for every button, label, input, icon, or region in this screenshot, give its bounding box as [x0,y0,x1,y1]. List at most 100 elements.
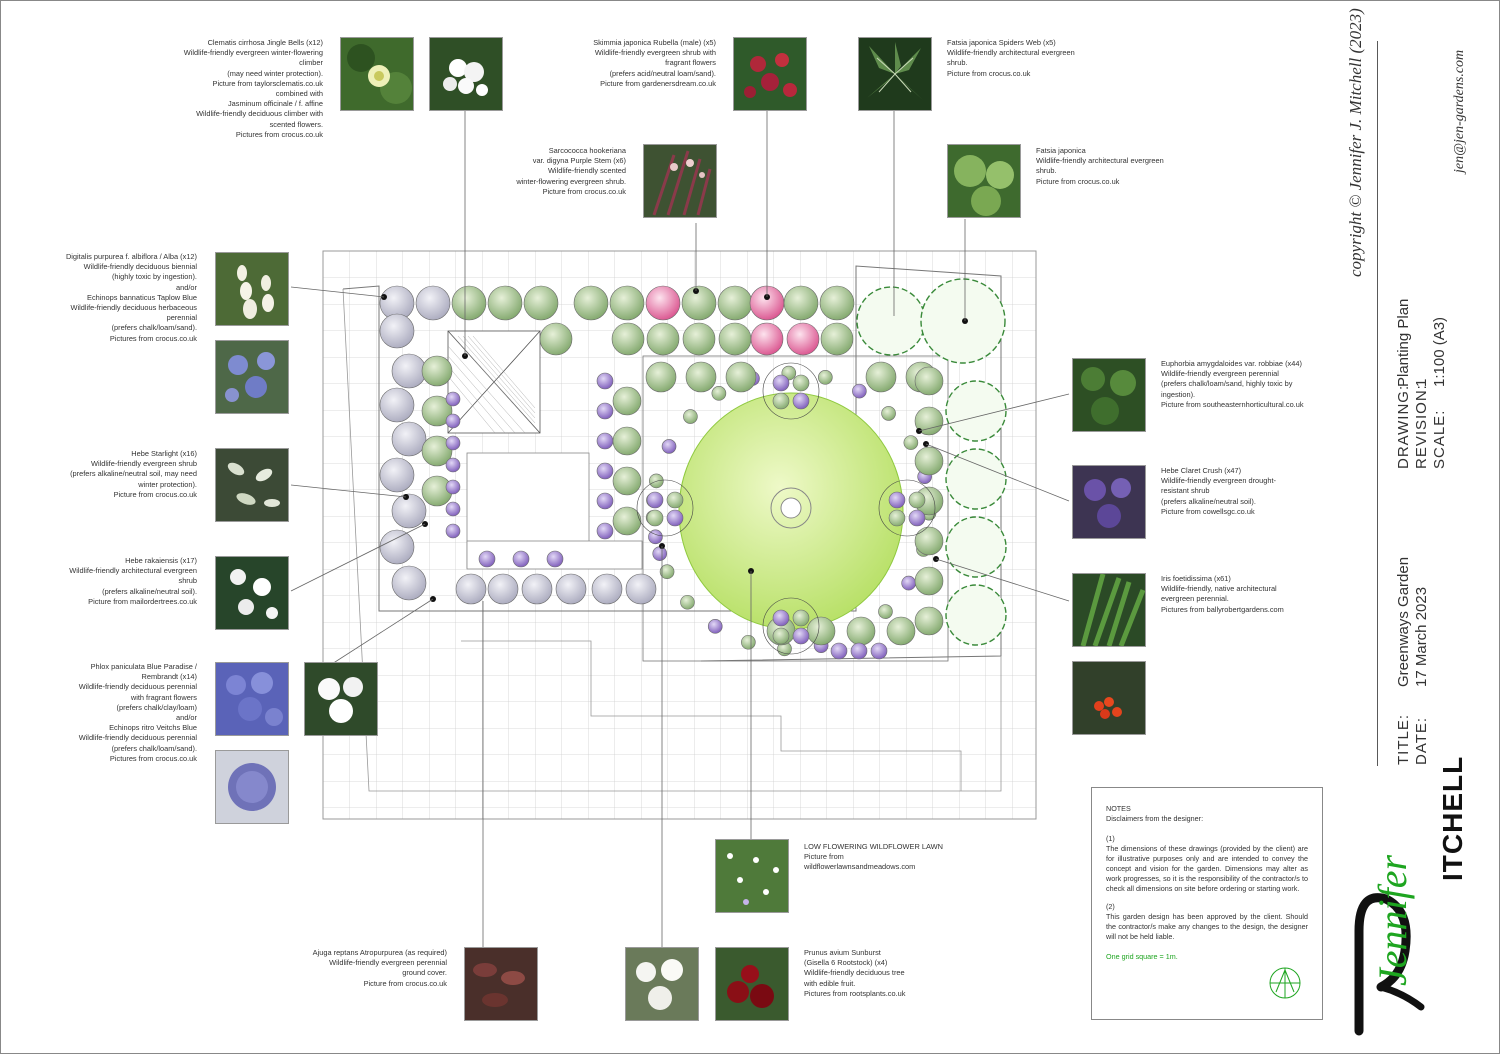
label-line: (prefers chalk/loam/sand). [111,743,197,753]
label-line: Picture from crocus.co.uk [542,186,626,196]
euphorbia-plant [711,386,727,401]
label-line: Wildlife-friendly deciduous perennial [78,682,197,692]
label-line: Ajuga reptans Atropurpurea (as required) [312,948,447,957]
label-line: Picture from crocus.co.uk [363,978,447,988]
ajuga-photo [464,947,538,1021]
leader-iris [935,558,1070,602]
euphorbia-plant [881,406,896,421]
logo-last-name: ITCHELL [1437,755,1468,881]
sarcococca-shrub [783,285,819,321]
hebe-claret-photo [1072,465,1146,539]
label-line: winter protection). [138,479,197,489]
label-line: Wildlife-friendly evergreen perennial [329,958,447,968]
phlox-plant [792,609,810,627]
hebe-shrub [415,285,451,321]
label-line: scented flowers. [269,119,323,129]
hebe-claret-shrub [546,550,564,568]
label-line: Pictures from crocus.co.uk [109,753,197,763]
euphorbia-plant [903,435,919,450]
iris-photo [1072,573,1146,647]
label-prunus: Prunus avium Sunburst(Gisella 6 Rootstoc… [804,948,934,999]
scale-key: SCALE: [1431,409,1448,469]
label-line: Echinops bannaticus Taplow Blue [87,292,197,302]
label-line: Picture from taylorsclematis.co.uk [212,78,323,88]
planting-group-ring [762,597,820,655]
hebe-shrub [886,616,916,646]
label-line: Phlox paniculata Blue Paradise / [90,662,197,671]
label-clematis: Clematis cirrhosa Jingle Bells (x12)Wild… [151,38,323,140]
hebe-claret-shrub [445,523,461,539]
label-euphorbia: Euphorbia amygdaloides var. robbiae (x44… [1161,359,1311,410]
sarcococca-shrub [865,361,897,393]
label-line: LOW FLOWERING WILDFLOWER LAWN [804,842,943,851]
label-line: evergreen perennial. [1161,594,1229,604]
hebe-claret-shrub [512,550,530,568]
hebe-rakaiensis-photo [215,556,289,630]
label-line: Wildlife-friendly deciduous perennial [78,733,197,743]
hebe-starlight-photo [215,448,289,522]
hebe-starlight-shrub [379,529,415,565]
label-line: Wildlife-friendly deciduous herbaceous [70,303,197,313]
planting-group-ring [878,479,936,537]
prunus-blossom-photo [625,947,699,1021]
sarcococca-shrub [539,322,573,356]
sarcococca-shrub [681,285,717,321]
date-value: 17 March 2023 [1413,586,1430,687]
label-line: Digitalis purpurea f. albiflora / Alba (… [65,252,197,261]
sarcococca-shrub [612,386,642,416]
leader-euphorbia [918,393,1070,432]
label-line: with edible fruit. [804,978,856,988]
label-line: Wildlife-friendly architectural evergree… [1036,156,1164,166]
fatsia-tree [945,448,1007,510]
scale-value: 1:100 (A3) [1431,316,1448,387]
euphorbia-plant [661,439,677,454]
notes-1-label: (1) [1106,834,1115,843]
label-line: Hebe rakaiensis (x17) [125,556,197,565]
label-hebe-claret: Hebe Claret Crush (x47)Wildlife-friendly… [1161,466,1311,517]
phlox-white-photo [304,662,378,736]
hebe-starlight-shrub [379,387,415,423]
phlox-plant [908,491,926,509]
label-line: Pictures from ballyrobertgardens.com [1161,604,1284,614]
house-outline [342,288,1002,792]
hebe-claret-shrub [850,642,868,660]
skimmia-shrub [750,322,784,356]
sarcococca-photo [643,144,717,218]
drawing-key: DRAWING: [1395,384,1412,469]
label-digitalis: Digitalis purpurea f. albiflora / Alba (… [41,252,197,344]
label-line: perennial [166,313,197,323]
label-line: Picture from southeasternhorticultural.c… [1161,399,1304,409]
notes-heading: NOTES [1106,804,1131,813]
notes-2: This garden design has been approved by … [1106,912,1308,941]
label-line: shrub. [1036,166,1057,176]
hebe-starlight-shrub [391,353,427,389]
clematis-photo [340,37,414,111]
label-line: Wildlife-friendly evergreen winter-flowe… [183,48,323,58]
leader-hebe-claret [925,443,1070,502]
label-line: fragrant flowers [665,58,716,68]
phlox-photo [215,662,289,736]
sarcococca-shrub [819,285,855,321]
fatsia-web-photo [858,37,932,111]
hebe-claret-shrub [596,522,614,540]
leader-phlox [320,598,434,672]
phlox-plant [792,627,810,645]
sarcococca-shrub [914,406,944,436]
label-line: Picture from crocus.co.uk [1036,176,1120,186]
label-line: Iris foetidissima (x61) [1161,574,1231,583]
logo-first-name: Jennifer [1370,854,1415,986]
hebe-claret-shrub [478,550,496,568]
title-block [1377,41,1487,766]
label-ajuga: Ajuga reptans Atropurpurea (as required)… [281,948,447,989]
label-line: Prunus avium Sunburst [804,948,881,957]
planting-group-ring [636,479,694,537]
leader-hebe-rak [290,523,426,592]
label-line: wildflowerlawnsandmeadows.com [804,862,916,872]
title-key: TITLE: [1395,713,1412,765]
jasmine-photo [429,37,503,111]
hebe-claret-shrub [596,372,614,390]
planting-group-ring [762,362,820,420]
label-line: resistant shrub [1161,486,1210,496]
